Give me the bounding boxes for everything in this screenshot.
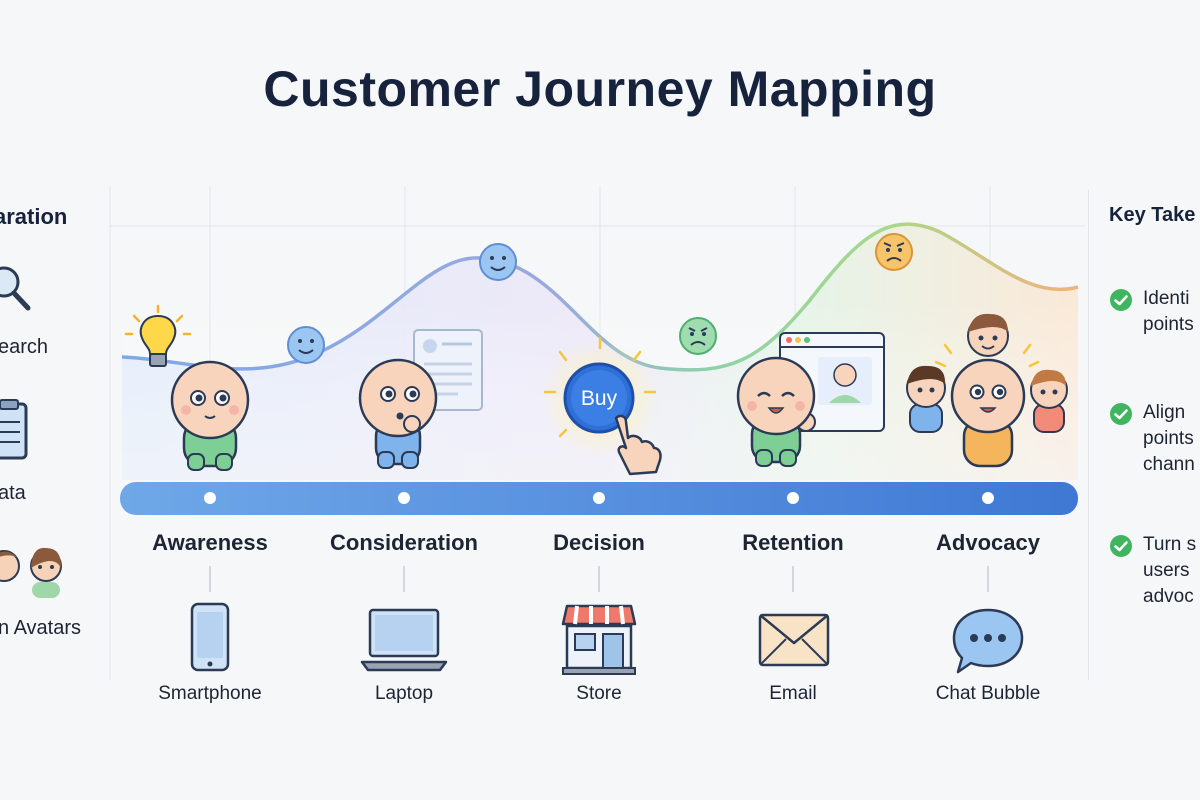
customer-character [358,358,438,469]
sad-face-icon [679,317,717,355]
avatars-icon [0,547,62,598]
chat-bubble-icon [952,608,1024,674]
timeline-marker [204,492,216,504]
left-item-label: ata [0,482,26,504]
check-icon [1110,403,1132,425]
timeline-marker [593,492,605,504]
buy-glow-rays [543,336,657,438]
stage-label-decision: Decision [553,530,645,555]
left-panel: aration earch ata n Avatars [0,190,100,680]
right-panel: Key Take Identi points Align points chan… [1088,190,1200,680]
timeline-markers [204,492,994,504]
email-icon [758,613,830,667]
stage-label-advocacy: Advocacy [936,530,1040,555]
customer-character [736,356,816,467]
laptop-icon [360,608,448,672]
page-title: Customer Journey Mapping [263,61,937,117]
clipboard-icon [0,399,28,460]
customer-character [170,360,250,471]
connector-lines [209,566,989,592]
stage-label-consideration: Consideration [330,530,478,555]
buy-button-text: Buy [581,387,618,410]
channel-label-email: Email [769,683,817,704]
timeline-marker [982,492,994,504]
magnifier-icon [0,266,31,311]
channel-label-chat-bubble: Chat Bubble [935,683,1041,704]
left-item-label: earch [0,336,49,358]
channel-label-smartphone: Smartphone [158,683,262,704]
timeline-marker [787,492,799,504]
smartphone-icon [190,602,230,672]
channel-label-laptop: Laptop [374,683,434,704]
pointing-hand-icon [614,414,662,476]
store-icon [561,604,637,675]
lightbulb-icon [124,304,192,367]
left-panel-heading: aration [0,204,68,229]
worried-face-icon [875,233,913,271]
stage-label-awareness: Awareness [152,530,268,555]
group-icon [906,313,1068,468]
stage-label-retention: Retention [742,530,844,555]
buy-button-icon: Buy [563,362,635,434]
channel-label-store: Store [576,683,622,704]
check-icon [1110,289,1132,311]
right-panel-heading: Key Take [1109,204,1196,226]
left-item-label: n Avatars [0,617,82,639]
check-icon [1110,535,1132,557]
happy-face-icon [479,243,517,281]
takeaway-text: Turn s users advoc [1143,534,1197,607]
takeaway-text: Align points chann [1143,402,1195,475]
happy-face-icon [287,326,325,364]
takeaway-text: Identi points [1143,288,1194,335]
browser-window-icon [779,332,885,432]
timeline-marker [398,492,410,504]
